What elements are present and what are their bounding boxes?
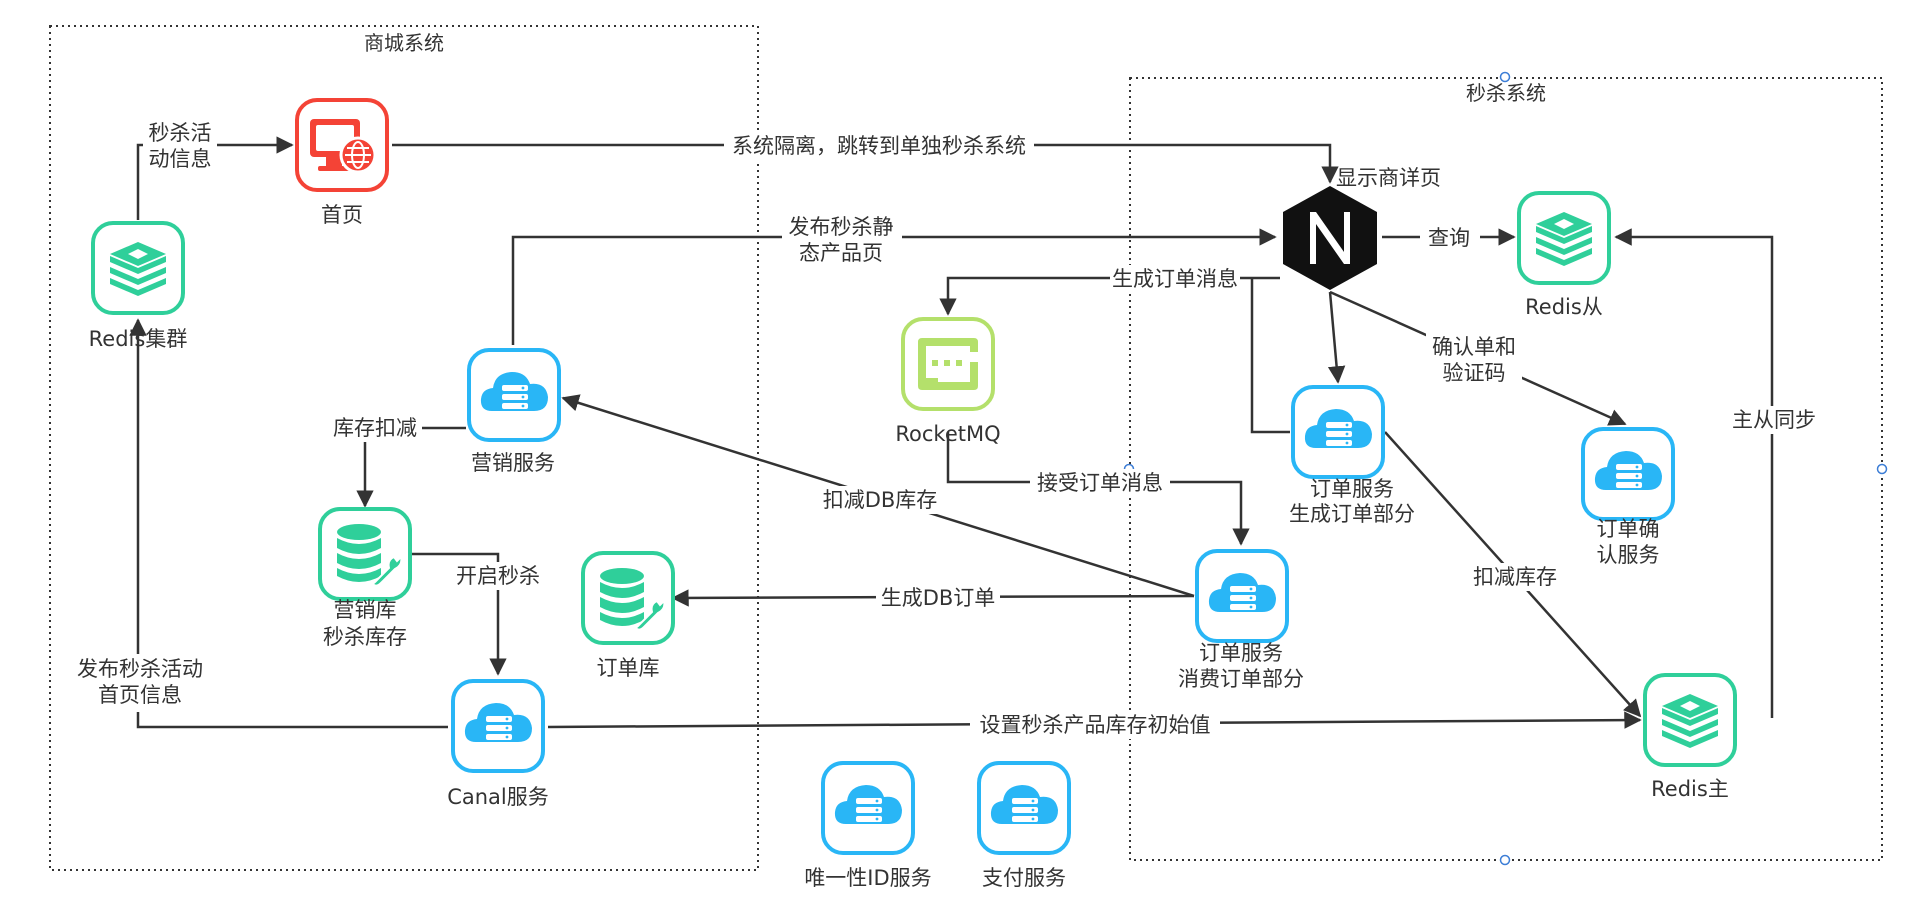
selection-handle[interactable] bbox=[1499, 854, 1511, 866]
edge-label-nginx-to-mq: 生成订单消息 bbox=[1112, 267, 1238, 291]
node-order-gen-service[interactable]: 订单服务 生成订单部分 bbox=[1289, 385, 1415, 526]
node-label: 显示商详页 bbox=[1336, 166, 1441, 190]
group-seckill-border bbox=[1129, 77, 1883, 861]
node-label: 订单库 bbox=[597, 656, 660, 680]
edge-marketing-to-nginx[interactable] bbox=[511, 228, 1277, 345]
edge-canal-to-redis-cluster[interactable] bbox=[129, 318, 448, 729]
cloud-server-icon bbox=[1581, 427, 1675, 521]
node-payment-service[interactable]: 支付服务 bbox=[977, 761, 1071, 890]
cloud-server-icon bbox=[467, 348, 561, 442]
redis-icon bbox=[91, 221, 185, 315]
node-rocketmq[interactable]: RocketMQ bbox=[895, 317, 1001, 446]
edge-labels: 秒杀活 动信息 系统隔离，跳转到单独秒杀系统 发布秒杀静 态产品页 查询 生成订… bbox=[68, 118, 1822, 739]
cloud-server-icon bbox=[1291, 385, 1385, 479]
node-unique-id-service[interactable]: 唯一性ID服务 bbox=[804, 761, 932, 890]
edge-label-deduct-db-stock: 扣减DB库存 bbox=[823, 488, 938, 512]
edge-label-redis-to-home-2: 动信息 bbox=[149, 147, 212, 171]
edge-redis-to-home[interactable] bbox=[136, 136, 294, 220]
node-label-1: 营销库 bbox=[334, 598, 397, 622]
node-order-consume-service[interactable]: 订单服务 消费订单部分 bbox=[1178, 549, 1304, 691]
node-label: Redis主 bbox=[1651, 777, 1729, 801]
node-label: 首页 bbox=[321, 203, 363, 227]
edge-label-redis-to-home-1: 秒杀活 bbox=[149, 121, 212, 145]
redis-icon bbox=[1517, 191, 1611, 285]
node-marketing-service[interactable]: 营销服务 bbox=[467, 348, 561, 475]
redis-icon bbox=[1643, 673, 1737, 767]
edge-nginx-to-order-gen[interactable] bbox=[1327, 291, 1346, 384]
node-label: RocketMQ bbox=[895, 422, 1000, 446]
node-label: 营销服务 bbox=[471, 451, 555, 475]
monitor-globe-icon bbox=[295, 98, 389, 192]
node-redis-master[interactable]: Redis主 bbox=[1643, 673, 1737, 801]
group-seckill-title: 秒杀系统 bbox=[1466, 81, 1546, 105]
edge-label-master-slave-sync: 主从同步 bbox=[1732, 408, 1816, 432]
cloud-server-icon bbox=[821, 761, 915, 855]
edge-master-to-slave[interactable] bbox=[1614, 228, 1774, 718]
database-wrench-icon bbox=[318, 507, 412, 601]
cloud-server-icon bbox=[977, 761, 1071, 855]
edge-home-to-nginx[interactable] bbox=[392, 143, 1339, 184]
edge-label-accept-order-msg: 接受订单消息 bbox=[1037, 471, 1163, 495]
node-nginx[interactable]: 显示商详页 bbox=[1283, 166, 1441, 290]
edge-label-gen-db-order: 生成DB订单 bbox=[881, 586, 996, 610]
selection-handle[interactable] bbox=[1876, 463, 1888, 475]
nginx-letter bbox=[1310, 212, 1350, 264]
selection-handle[interactable] bbox=[1499, 71, 1511, 83]
edge-label-publish-home-2: 首页信息 bbox=[98, 683, 182, 707]
edge-label-publish-home-1: 发布秒杀活动 bbox=[77, 657, 203, 681]
edge-label-deduct-stock: 扣减库存 bbox=[1473, 565, 1557, 589]
node-redis-slave[interactable]: Redis从 bbox=[1517, 191, 1611, 319]
node-label-1: 订单服务 bbox=[1310, 477, 1394, 501]
node-home[interactable]: 首页 bbox=[295, 98, 389, 227]
node-label: Redis集群 bbox=[89, 327, 188, 351]
cloud-server-icon bbox=[451, 679, 545, 773]
edge-label-set-initial-stock: 设置秒杀产品库存初始值 bbox=[980, 713, 1211, 737]
edge-label-start-seckill: 开启秒杀 bbox=[456, 564, 540, 588]
node-label: 支付服务 bbox=[982, 866, 1066, 890]
group-mall-title: 商城系统 bbox=[364, 31, 444, 55]
group-mall-border bbox=[49, 25, 759, 871]
node-label-2: 秒杀库存 bbox=[323, 625, 407, 649]
node-marketing-db[interactable]: 营销库 秒杀库存 bbox=[318, 507, 412, 649]
node-redis-cluster[interactable]: Redis集群 bbox=[89, 221, 188, 351]
node-label-2: 认服务 bbox=[1597, 543, 1660, 567]
node-label: 唯一性ID服务 bbox=[804, 866, 931, 890]
edge-label-confirm-2: 验证码 bbox=[1443, 361, 1506, 385]
message-queue-icon bbox=[901, 317, 995, 411]
node-label-1: 订单确 bbox=[1597, 517, 1660, 541]
edge-label-query: 查询 bbox=[1428, 226, 1470, 250]
node-label: Redis从 bbox=[1525, 295, 1603, 319]
edge-label-marketing-to-nginx-2: 态产品页 bbox=[799, 241, 883, 265]
node-label-1: 订单服务 bbox=[1199, 641, 1283, 665]
node-label-2: 消费订单部分 bbox=[1178, 667, 1304, 691]
edge-label-confirm-1: 确认单和 bbox=[1432, 335, 1516, 359]
edge-label-stock-deduct: 库存扣减 bbox=[333, 416, 417, 440]
node-canal-service[interactable]: Canal服务 bbox=[447, 679, 549, 809]
node-label-2: 生成订单部分 bbox=[1289, 502, 1415, 526]
group-mall: 商城系统 bbox=[49, 25, 759, 871]
node-label: Canal服务 bbox=[447, 785, 549, 809]
edge-label-home-to-nginx: 系统隔离，跳转到单独秒杀系统 bbox=[732, 134, 1026, 158]
node-order-confirm-service[interactable]: 订单确 认服务 bbox=[1581, 427, 1675, 567]
database-wrench-icon bbox=[581, 551, 675, 645]
edge-db-to-canal[interactable] bbox=[412, 552, 507, 676]
edge-label-marketing-to-nginx-1: 发布秒杀静 bbox=[789, 215, 894, 239]
cloud-server-icon bbox=[1195, 549, 1289, 643]
node-order-db[interactable]: 订单库 bbox=[581, 551, 675, 680]
edge-ordergen-to-nginx[interactable] bbox=[1250, 278, 1290, 434]
